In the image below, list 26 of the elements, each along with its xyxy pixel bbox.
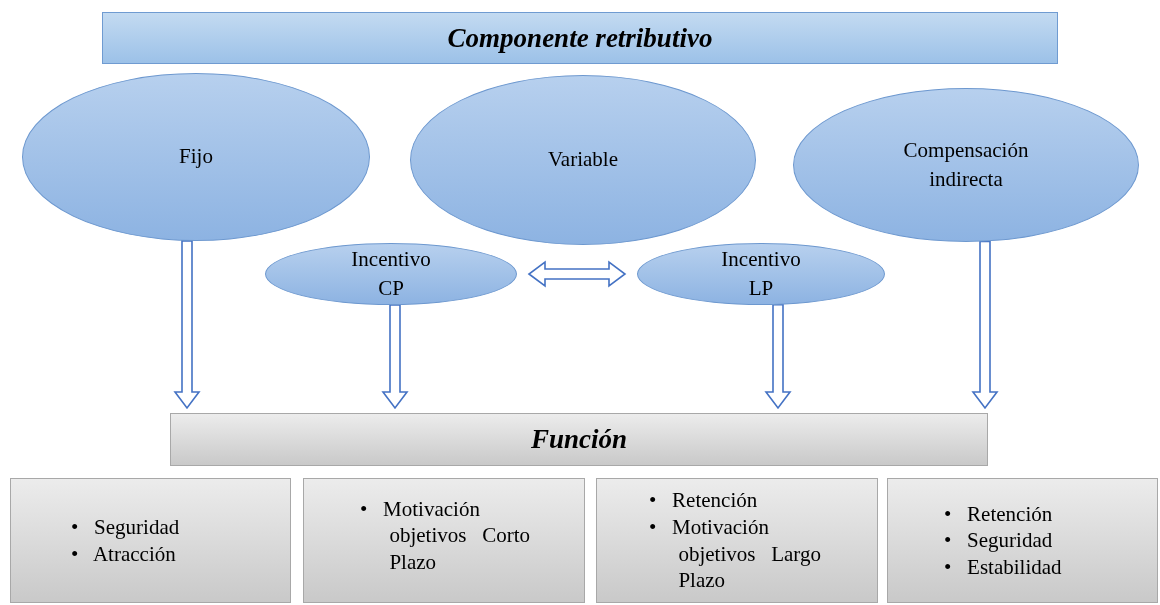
- hollow-arrow: [527, 260, 627, 288]
- function-panel: [303, 478, 585, 603]
- hollow-arrow: [381, 304, 409, 410]
- node-label: Fijo: [179, 143, 213, 171]
- heading: Componente retributivo: [447, 22, 713, 54]
- hollow-arrow: [173, 240, 201, 410]
- function-panel: [10, 478, 291, 603]
- bullet-item: • Estabilidad: [944, 553, 1063, 581]
- node-label: Incentivo LP: [720, 245, 802, 302]
- node-label: Compensación indirecta: [902, 136, 1030, 193]
- heading: Función: [530, 424, 627, 455]
- bullet-item: • Seguridad: [944, 527, 1054, 554]
- bullet-item: • Motivación objetivos Largo Plazo: [649, 513, 822, 594]
- node-label: Variable: [548, 146, 618, 174]
- bullet-item: • Motivación objetivos Corto Plazo: [360, 495, 531, 576]
- title-bar: [102, 12, 1058, 64]
- bullet-item: • Atracción: [71, 540, 177, 568]
- function-bar: [170, 413, 988, 466]
- hollow-arrow: [764, 303, 792, 410]
- bullet-item: • Retención: [944, 500, 1054, 528]
- function-panel: [596, 478, 878, 603]
- bullet-item: • Retención: [649, 487, 759, 514]
- function-panel: [887, 478, 1158, 603]
- node-label: Incentivo CP: [350, 245, 432, 302]
- hollow-arrow: [971, 240, 999, 410]
- bullet-item: • Seguridad: [71, 513, 181, 541]
